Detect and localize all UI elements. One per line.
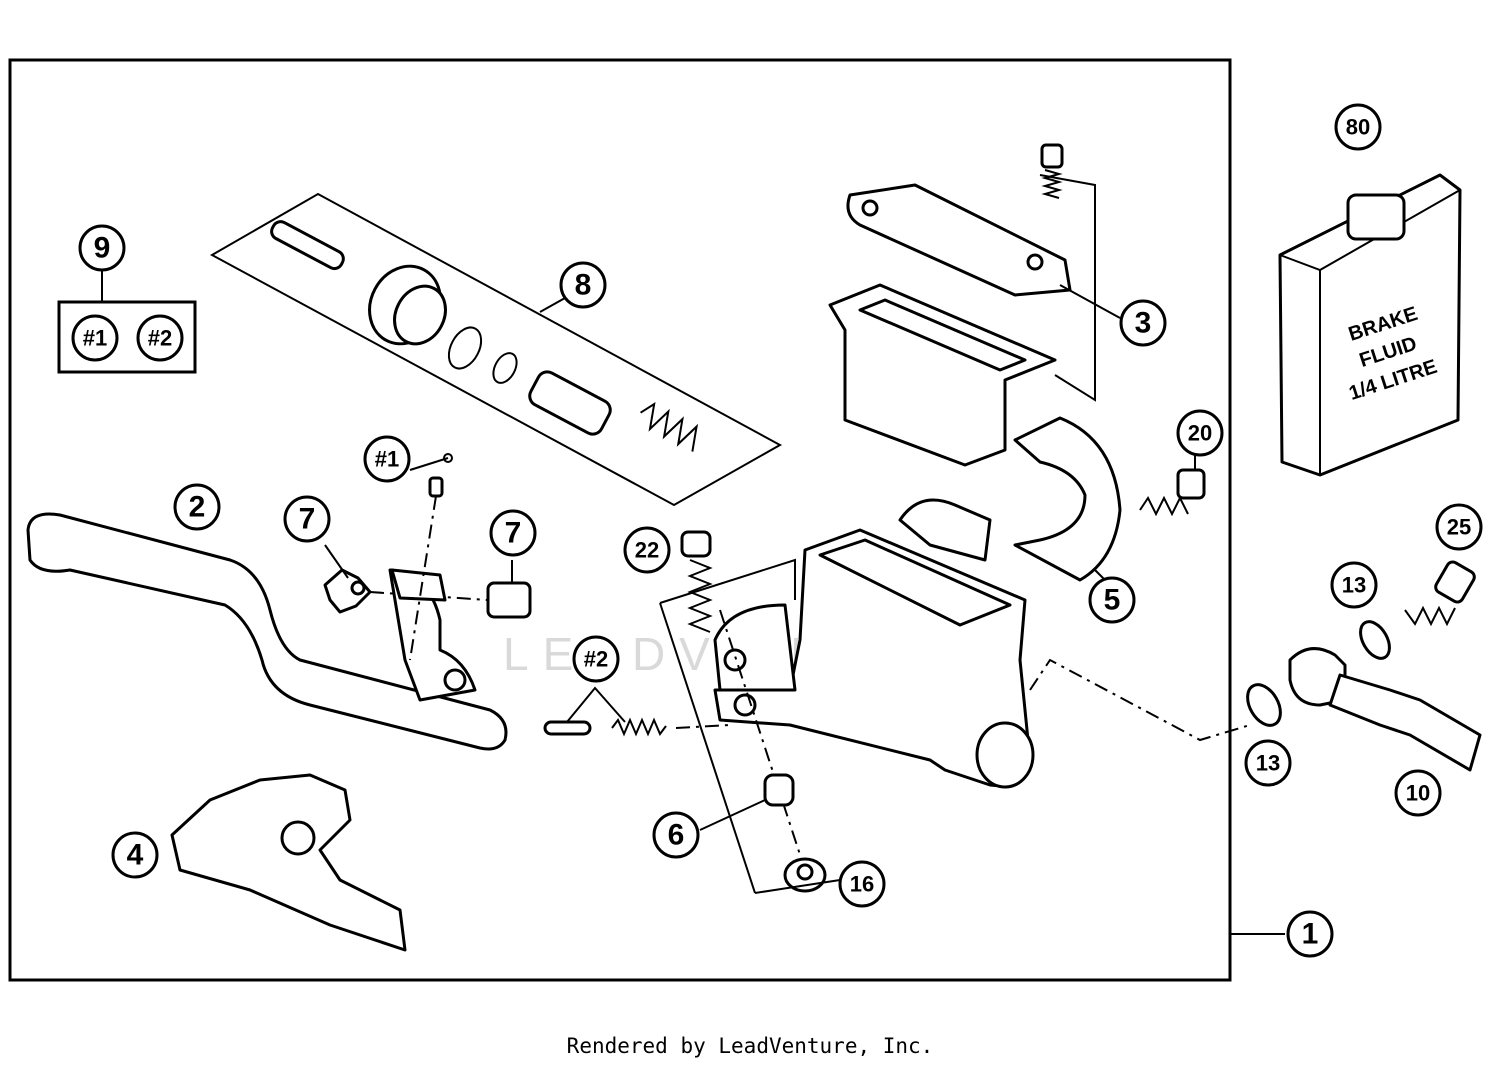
master-cylinder-body xyxy=(713,498,1035,789)
o-ring xyxy=(492,352,518,384)
svg-text:#2: #2 xyxy=(148,326,172,351)
footer-credit: Rendered by LeadVenture, Inc. xyxy=(566,1034,934,1058)
handlebar-clamp xyxy=(1013,416,1122,582)
callout-k2-kit[interactable]: #2 xyxy=(136,314,184,362)
k2-pin xyxy=(543,720,592,736)
callout-16[interactable]: 16 xyxy=(838,860,886,908)
svg-text:22: 22 xyxy=(635,538,659,563)
callout-1[interactable]: 1 xyxy=(1286,910,1334,958)
reservoir-cap xyxy=(846,183,1072,297)
part-7-adjuster xyxy=(323,544,532,619)
callout-7b[interactable]: 7 xyxy=(489,509,537,557)
callout-20[interactable]: 20 xyxy=(1176,409,1224,457)
callout-10[interactable]: 10 xyxy=(1394,769,1442,817)
callout-13a[interactable]: 13 xyxy=(1330,561,1378,609)
k1-screw xyxy=(428,476,444,498)
callout-2[interactable]: 2 xyxy=(173,483,221,531)
svg-text:2: 2 xyxy=(189,491,206,524)
part-8-kit xyxy=(209,192,783,507)
svg-text:16: 16 xyxy=(850,872,874,897)
callout-13b[interactable]: 13 xyxy=(1244,739,1292,787)
svg-text:#1: #1 xyxy=(83,326,107,351)
svg-text:13: 13 xyxy=(1256,751,1280,776)
callout-80[interactable]: 80 xyxy=(1334,103,1382,151)
cylinder-bore xyxy=(975,721,1035,789)
svg-text:9: 9 xyxy=(94,232,111,265)
k2-spring xyxy=(611,717,667,737)
brake-line-assembly xyxy=(1029,560,1482,772)
fluid-can-cap xyxy=(1346,193,1406,241)
spring xyxy=(640,402,699,452)
svg-text:#1: #1 xyxy=(375,447,399,472)
svg-text:25: 25 xyxy=(1447,515,1471,540)
svg-text:6: 6 xyxy=(668,819,685,852)
svg-text:7: 7 xyxy=(505,517,522,550)
svg-text:3: 3 xyxy=(1135,307,1152,340)
callout-9[interactable]: 9 xyxy=(78,224,126,272)
pivot-ear-top xyxy=(713,603,797,692)
adjuster-bushing xyxy=(486,581,532,619)
svg-text:4: 4 xyxy=(127,839,144,872)
callout-6[interactable]: 6 xyxy=(652,811,700,859)
pushrod xyxy=(270,220,345,271)
callout-22[interactable]: 22 xyxy=(623,526,671,574)
clamp-bolt xyxy=(1139,455,1206,517)
part-3-reservoir xyxy=(828,143,1121,467)
svg-text:80: 80 xyxy=(1346,115,1370,140)
pivot-hardware xyxy=(659,530,841,894)
callout-4[interactable]: 4 xyxy=(111,831,159,879)
lever-cover xyxy=(170,773,407,952)
kit-9-group xyxy=(57,270,197,374)
svg-text:8: 8 xyxy=(575,269,592,302)
part-k1 xyxy=(409,453,453,661)
callout-5[interactable]: 5 xyxy=(1088,576,1136,624)
brake-hose xyxy=(1328,673,1482,772)
pivot-bushing xyxy=(763,773,795,807)
washer-lower xyxy=(1246,683,1282,727)
svg-text:20: 20 xyxy=(1188,421,1212,446)
brake-fluid-can: BRAKE FLUID 1/4 LITRE xyxy=(1278,173,1462,477)
svg-text:7: 7 xyxy=(299,503,316,536)
svg-text:5: 5 xyxy=(1104,584,1121,617)
cylinder-boss xyxy=(898,498,992,562)
cap-screw-head xyxy=(1040,143,1064,169)
callout-3[interactable]: 3 xyxy=(1119,299,1167,347)
svg-text:13: 13 xyxy=(1342,573,1366,598)
kit-box xyxy=(57,300,197,374)
brake-lever xyxy=(26,512,508,751)
svg-text:#2: #2 xyxy=(584,647,608,672)
washer-upper xyxy=(1359,620,1391,660)
part-k2 xyxy=(543,686,731,737)
callout-8[interactable]: 8 xyxy=(559,261,607,309)
assembly-frame xyxy=(8,58,1232,982)
callout-k2-part[interactable]: #2 xyxy=(572,635,620,683)
circlip xyxy=(447,326,483,370)
svg-text:10: 10 xyxy=(1406,781,1430,806)
callout-25[interactable]: 25 xyxy=(1435,503,1483,551)
callout-k1-kit[interactable]: #1 xyxy=(71,314,119,362)
callout-k1-part[interactable]: #1 xyxy=(363,435,411,483)
banjo-bolt-thread xyxy=(1404,605,1456,627)
banjo-bolt-head xyxy=(1434,560,1476,604)
pivot-bolt-head xyxy=(680,530,712,558)
piston xyxy=(528,370,612,436)
lever-link xyxy=(390,568,447,602)
svg-text:1: 1 xyxy=(1302,918,1319,951)
adjuster-knob xyxy=(323,568,372,614)
callout-7a[interactable]: 7 xyxy=(283,495,331,543)
reservoir-diaphragm xyxy=(828,283,1057,467)
